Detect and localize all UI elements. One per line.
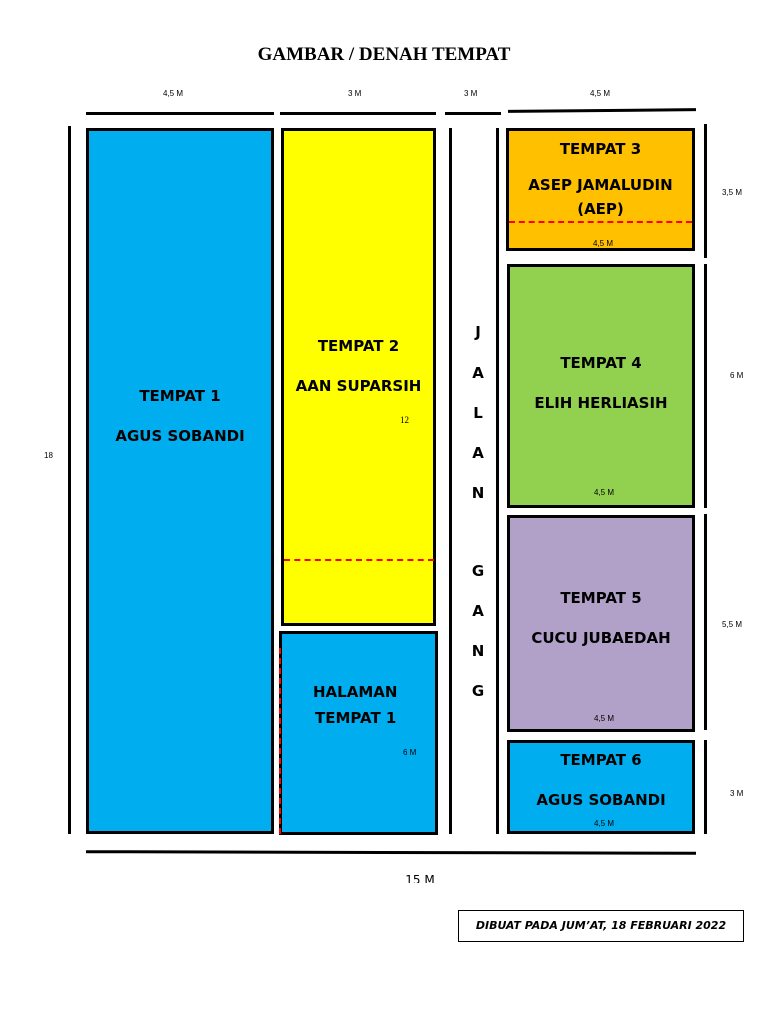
top-dimension-4: 4,5 M (590, 89, 611, 98)
plot-tempat-5-owner: CUCU JUBAEDAH (531, 629, 671, 647)
top-dimension-1: 4,5 M (163, 89, 184, 98)
plot-tempat-1-owner: AGUS SOBANDI (115, 427, 245, 445)
road-letter-9: G (471, 682, 485, 700)
plot-tempat-6-name: TEMPAT 6 (560, 751, 642, 769)
plot-tempat-3-dimension: 4,5 M (593, 239, 614, 248)
plot-tempat-5-name: TEMPAT 5 (560, 589, 642, 607)
plot-halaman-line-1: HALAMAN (313, 683, 398, 701)
plot-tempat-6-owner: AGUS SOBANDI (536, 791, 666, 809)
plot-tempat-6: TEMPAT 6 AGUS SOBANDI 4,5 M (507, 740, 695, 834)
bottom-dimension-line (85, 850, 697, 855)
plot-tempat-1-name: TEMPAT 1 (139, 387, 221, 405)
right-dimension-line-1 (704, 124, 707, 258)
plot-tempat-6-dimension: 4,5 M (594, 819, 615, 828)
plot-tempat-3-owner-line-1: ASEP JAMALUDIN (528, 176, 673, 194)
plot-tempat-2-owner: AAN SUPARSIH (295, 377, 422, 395)
plot-tempat-4-name: TEMPAT 4 (560, 354, 642, 372)
plot-halaman-dashed-line (279, 648, 281, 834)
left-dimension-line (68, 126, 71, 834)
right-dimension-label-4: 3 M (730, 789, 744, 798)
road-letter-4: A (472, 444, 484, 462)
plot-halaman-dimension: 6 M (403, 748, 417, 757)
plot-tempat-2: TEMPAT 2 AAN SUPARSIH 12 (281, 128, 436, 626)
plot-tempat-3-name: TEMPAT 3 (559, 140, 642, 158)
plot-tempat-2-dimension: 12 (400, 415, 409, 425)
road-letter-1: J (475, 323, 481, 341)
plot-tempat-2-dashed-line (284, 559, 434, 561)
plot-halaman-tempat-1: HALAMAN TEMPAT 1 6 M (279, 631, 438, 835)
plot-tempat-1: TEMPAT 1 AGUS SOBANDI (86, 128, 274, 834)
plot-tempat-4: TEMPAT 4 ELIH HERLIASIH 4,5 M (507, 264, 695, 508)
top-dimension-3: 3 M (464, 89, 478, 98)
road-letter-6: G (471, 562, 485, 580)
top-dimension-line-1 (86, 112, 274, 115)
top-dimension-2: 3 M (348, 89, 362, 98)
plot-tempat-4-owner: ELIH HERLIASIH (534, 394, 668, 412)
creation-date-note: DIBUAT PADA JUM’AT, 18 FEBRUARI 2022 (458, 910, 744, 942)
page-title: GAMBAR / DENAH TEMPAT (257, 44, 511, 65)
right-dimension-line-3 (704, 514, 707, 730)
plot-tempat-4-dimension: 4,5 M (594, 488, 615, 497)
plot-tempat-3-dashed-line (509, 221, 692, 223)
plot-tempat-3-owner-line-2: (AEP) (577, 200, 624, 218)
plot-tempat-3: TEMPAT 3 ASEP JAMALUDIN (AEP) 4,5 M (506, 128, 695, 251)
road-letter-2: A (472, 364, 484, 382)
right-dimension-line-4 (704, 740, 707, 834)
top-dimension-line-2 (280, 112, 436, 115)
plot-tempat-5-dimension: 4,5 M (594, 714, 615, 723)
plot-tempat-2-name: TEMPAT 2 (317, 337, 400, 355)
bottom-dimension-label: 15 M (405, 873, 435, 883)
right-dimension-line-2 (704, 264, 707, 508)
road-boundary-right (496, 128, 499, 834)
plot-halaman-line-2: TEMPAT 1 (315, 709, 397, 727)
right-dimension-label-1: 3,5 M (722, 188, 743, 197)
left-dimension-label: 18 (44, 451, 53, 460)
road-letter-7: A (472, 602, 484, 620)
road-letter-3: L (473, 404, 483, 422)
top-dimension-line-3 (445, 112, 501, 115)
road-letter-8: N (471, 642, 485, 660)
right-dimension-label-3: 5,5 M (722, 620, 743, 629)
top-dimension-line-4 (507, 108, 697, 113)
road-letter-5: N (471, 484, 485, 502)
plot-tempat-5: TEMPAT 5 CUCU JUBAEDAH 4,5 M (507, 515, 695, 732)
road-boundary-left (449, 128, 452, 834)
right-dimension-label-2: 6 M (730, 371, 744, 380)
